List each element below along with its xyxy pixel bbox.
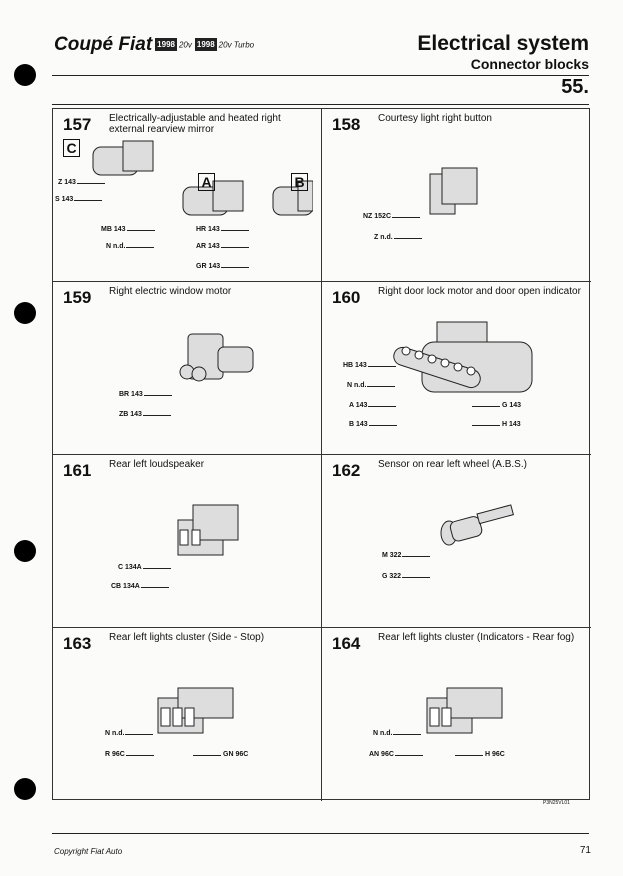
variant-label: 20v Turbo xyxy=(218,40,255,50)
variant-box-a: A xyxy=(198,173,215,191)
variant-box-b: B xyxy=(291,173,308,191)
wire-label: BR 143 xyxy=(119,391,172,398)
footer-divider xyxy=(52,833,589,834)
connector-161: 161 Rear left loudspeaker C 134A CB 134A xyxy=(53,455,322,628)
connector-157: 157 Electrically-adjustable and heated r… xyxy=(53,109,322,282)
connector-title: Rear left lights cluster (Side - Stop) xyxy=(109,632,265,643)
figure-code: P3N25VL01 xyxy=(543,800,570,806)
wire-label: Z n.d. xyxy=(374,234,422,241)
connector-title: Right door lock motor and door open indi… xyxy=(378,286,581,297)
wire-label: Z 143 xyxy=(58,179,105,186)
binder-hole xyxy=(14,302,36,324)
connector-title: Rear left lights cluster (Indicators - R… xyxy=(378,632,575,643)
wire-label: B 143 xyxy=(349,421,397,428)
connector-159: 159 Right electric window motor BR 143 Z… xyxy=(53,282,322,455)
connector-number: 157 xyxy=(63,115,92,134)
connector-drawing xyxy=(177,504,239,556)
year-badge: 1998 xyxy=(155,38,177,52)
connector-number: 158 xyxy=(332,115,361,134)
connector-number: 160 xyxy=(332,288,361,307)
wire-label: N n.d. xyxy=(347,382,395,389)
wire-label: CB 134A xyxy=(111,583,169,590)
wire-label: AN 96C xyxy=(369,751,423,758)
wire-label: NZ 152C xyxy=(363,213,420,220)
divider xyxy=(52,75,589,76)
wire-label: MB 143 xyxy=(101,226,155,233)
wire-label: N n.d. xyxy=(373,730,421,737)
variant-box-c: C xyxy=(63,139,80,157)
wire-label: H 96C xyxy=(455,751,505,758)
wire-label: GN 96C xyxy=(193,751,248,758)
wire-label: N n.d. xyxy=(105,730,153,737)
copyright: Copyright Fiat Auto xyxy=(54,847,123,856)
connector-drawing xyxy=(429,167,478,215)
divider xyxy=(52,104,589,105)
connector-163: 163 Rear left lights cluster (Side - Sto… xyxy=(53,628,322,801)
binder-hole xyxy=(14,64,36,86)
connector-164: 164 Rear left lights cluster (Indicators… xyxy=(322,628,591,801)
wire-label: S 143 xyxy=(55,196,102,203)
wire-label: C 134A xyxy=(118,564,171,571)
section-subtitle: Connector blocks xyxy=(470,56,589,72)
wire-label: A 143 xyxy=(349,402,396,409)
wire-label: M 322 xyxy=(382,552,430,559)
connector-title: Electrically-adjustable and heated right… xyxy=(109,113,281,135)
connector-number: 161 xyxy=(63,461,92,480)
connector-title: Sensor on rear left wheel (A.B.S.) xyxy=(378,459,527,470)
connector-title: Rear left loudspeaker xyxy=(109,459,205,470)
brand-name: Coupé Fiat xyxy=(54,34,153,55)
connector-drawing xyxy=(179,333,254,382)
connector-title: Courtesy light right button xyxy=(378,113,492,124)
connector-drawing xyxy=(393,321,533,393)
connector-grid: 157 Electrically-adjustable and heated r… xyxy=(52,108,591,801)
connector-drawing xyxy=(426,687,503,734)
wire-label: H 143 xyxy=(472,421,521,428)
section-title: Electrical system xyxy=(417,32,589,55)
wire-label: HR 143 xyxy=(196,226,249,233)
connector-number: 163 xyxy=(63,634,92,653)
wire-label: ZB 143 xyxy=(119,411,171,418)
variant-label: 20v xyxy=(178,40,192,50)
connector-drawing xyxy=(157,687,234,734)
connector-drawing xyxy=(440,504,515,546)
connector-number: 159 xyxy=(63,288,92,307)
connector-number: 162 xyxy=(332,461,361,480)
connector-160: 160 Right door lock motor and door open … xyxy=(322,282,591,455)
wire-label: R 96C xyxy=(105,751,154,758)
wire-label: G 143 xyxy=(472,402,521,409)
binder-hole xyxy=(14,540,36,562)
connector-number: 164 xyxy=(332,634,361,653)
section-number: 55. xyxy=(561,76,589,98)
wire-label: AR 143 xyxy=(196,243,249,250)
connector-drawing xyxy=(92,140,313,216)
page-number: 71 xyxy=(579,845,591,856)
binder-hole xyxy=(14,778,36,800)
wire-label: G 322 xyxy=(382,573,430,580)
wire-label: GR 143 xyxy=(196,263,249,270)
wire-label: HB 143 xyxy=(343,362,396,369)
year-badge: 1998 xyxy=(194,38,217,52)
connector-162: 162 Sensor on rear left wheel (A.B.S.) M… xyxy=(322,455,591,628)
connector-158: 158 Courtesy light right button NZ 152C … xyxy=(322,109,591,282)
wire-label: N n.d. xyxy=(106,243,154,250)
connector-title: Right electric window motor xyxy=(109,286,232,297)
